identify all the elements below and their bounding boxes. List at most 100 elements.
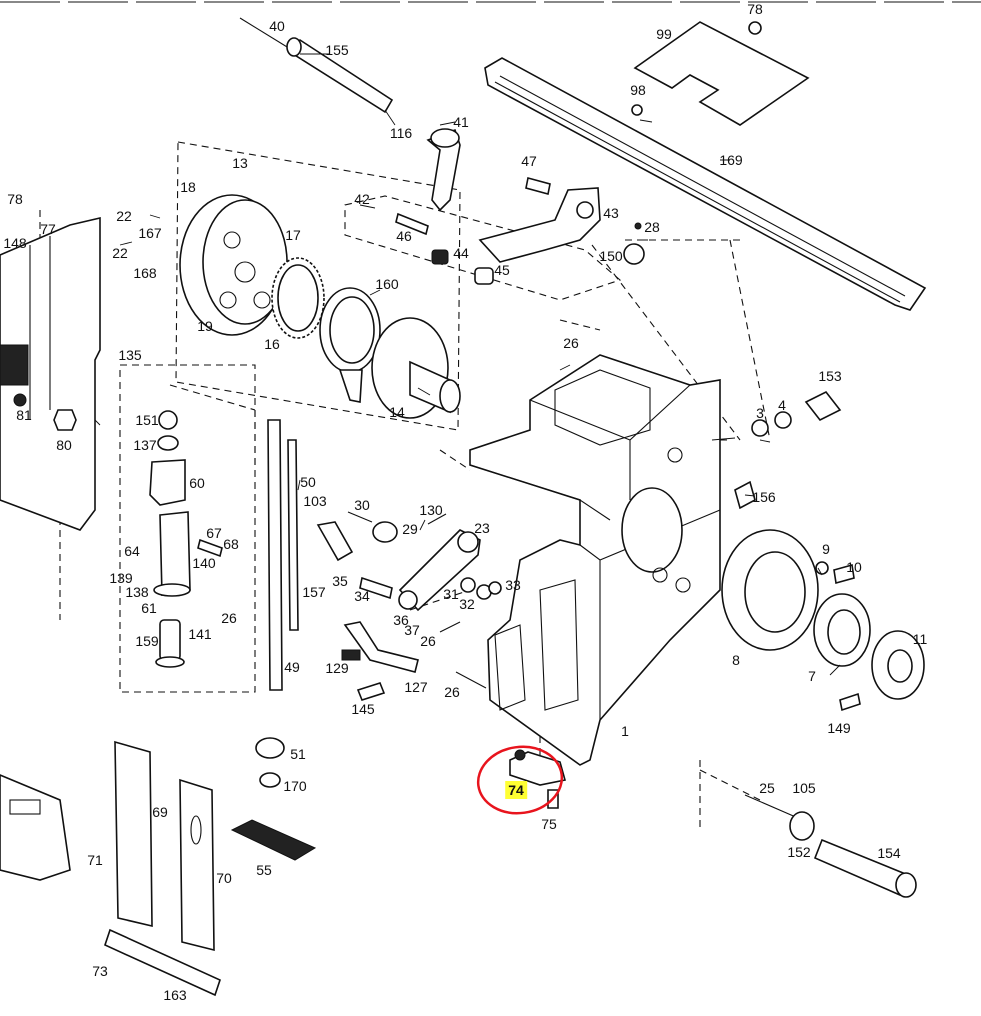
part-label-61: 61 — [141, 600, 157, 616]
bracket-140 — [159, 511, 191, 596]
part-label-47: 47 — [521, 153, 537, 169]
part-label-153: 153 — [818, 368, 842, 384]
part-label-22-a: 22 — [116, 208, 132, 224]
part-label-98: 98 — [630, 82, 646, 98]
part-label-152: 152 — [787, 844, 811, 860]
part-label-37: 37 — [404, 622, 420, 638]
part-label-71: 71 — [87, 852, 103, 868]
part-label-4: 4 — [778, 397, 786, 413]
part-label-29: 29 — [402, 521, 418, 537]
part-label-64: 64 — [124, 543, 140, 559]
part-label-1: 1 — [621, 723, 629, 739]
part-label-73: 73 — [92, 963, 108, 979]
rod-50 — [287, 439, 299, 631]
part-label-78-top: 78 — [747, 1, 763, 17]
part-label-55: 55 — [256, 862, 272, 878]
part-label-149: 149 — [827, 720, 851, 736]
part-label-46: 46 — [396, 228, 412, 244]
part-label-51: 51 — [290, 746, 306, 762]
arm-43 — [478, 187, 601, 263]
part-label-67: 67 — [206, 525, 222, 541]
part-label-167: 167 — [138, 225, 162, 241]
rod-157 — [267, 419, 283, 691]
part-label-9: 9 — [822, 541, 830, 557]
part-label-81: 81 — [16, 407, 32, 423]
part-label-105: 105 — [792, 780, 816, 796]
group-42-outline — [344, 195, 622, 301]
part-label-11: 11 — [912, 631, 928, 647]
part-label-3: 3 — [756, 405, 764, 421]
part-label-18: 18 — [180, 179, 196, 195]
part-label-157: 157 — [302, 584, 326, 600]
part-label-22-b: 22 — [112, 245, 128, 261]
spring-127 — [343, 621, 419, 673]
part-label-33: 33 — [505, 577, 521, 593]
part-label-28: 28 — [644, 219, 660, 235]
part-label-170: 170 — [283, 778, 307, 794]
part-label-41: 41 — [453, 114, 469, 130]
part-label-16: 16 — [264, 336, 280, 352]
part-label-127: 127 — [404, 679, 428, 695]
part-label-7: 7 — [808, 668, 816, 684]
part-label-140: 140 — [192, 555, 216, 571]
part-label-69: 69 — [152, 804, 168, 820]
part-label-80: 80 — [56, 437, 72, 453]
part-label-150: 150 — [599, 248, 623, 264]
part-label-36: 36 — [393, 612, 409, 628]
part-label-141: 141 — [188, 626, 212, 642]
part-label-129: 129 — [325, 660, 349, 676]
part-label-23: 23 — [474, 520, 490, 536]
part-label-8: 8 — [732, 652, 740, 668]
part-label-156: 156 — [752, 489, 776, 505]
part-label-31: 31 — [443, 586, 459, 602]
part-label-163: 163 — [163, 987, 187, 1003]
part-label-26-b: 26 — [420, 633, 436, 649]
part-label-130: 130 — [419, 502, 443, 518]
part-label-155: 155 — [325, 42, 349, 58]
part-label-78-left: 78 — [7, 191, 23, 207]
part-label-30: 30 — [354, 497, 370, 513]
highlight-circle — [476, 745, 564, 815]
part-label-160: 160 — [375, 276, 399, 292]
plate-69 — [114, 740, 153, 928]
part-label-25: 25 — [759, 780, 775, 796]
part-label-77: 77 — [40, 221, 56, 237]
plate-163 — [104, 928, 221, 997]
part-label-159: 159 — [135, 633, 159, 649]
housing-1 — [469, 354, 721, 766]
part-label-14: 14 — [389, 404, 405, 420]
part-label-148: 148 — [3, 235, 27, 251]
block-60 — [149, 459, 186, 506]
part-label-13: 13 — [232, 155, 248, 171]
part-label-103: 103 — [303, 493, 327, 509]
guide-lines — [0, 210, 771, 830]
part-label-116: 116 — [389, 125, 413, 141]
part-label-44: 44 — [453, 245, 469, 261]
part-label-60: 60 — [189, 475, 205, 491]
part-label-135: 135 — [118, 347, 142, 363]
clamp-74 — [509, 751, 567, 786]
part-label-32: 32 — [459, 596, 475, 612]
part-label-17: 17 — [285, 227, 301, 243]
part-label-42: 42 — [354, 191, 370, 207]
part-label-168: 168 — [133, 265, 157, 281]
part-label-139: 139 — [109, 570, 133, 586]
part-label-26-c: 26 — [444, 684, 460, 700]
part-label-99: 99 — [656, 26, 672, 42]
part-label-169: 169 — [719, 152, 743, 168]
part-label-70: 70 — [216, 870, 232, 886]
part-label-145: 145 — [351, 701, 375, 717]
group-135-outline — [119, 364, 256, 693]
part-label-35: 35 — [332, 573, 348, 589]
part-label-137: 137 — [133, 437, 157, 453]
part-label-75: 75 — [541, 816, 557, 832]
part-label-43: 43 — [603, 205, 619, 221]
part-label-49: 49 — [284, 659, 300, 675]
part-label-45: 45 — [494, 262, 510, 278]
cover-plate-99 — [633, 21, 810, 126]
part-label-26-d: 26 — [563, 335, 579, 351]
part-label-138: 138 — [125, 584, 149, 600]
part-label-74: 74 — [505, 781, 527, 799]
part-label-68: 68 — [223, 536, 239, 552]
